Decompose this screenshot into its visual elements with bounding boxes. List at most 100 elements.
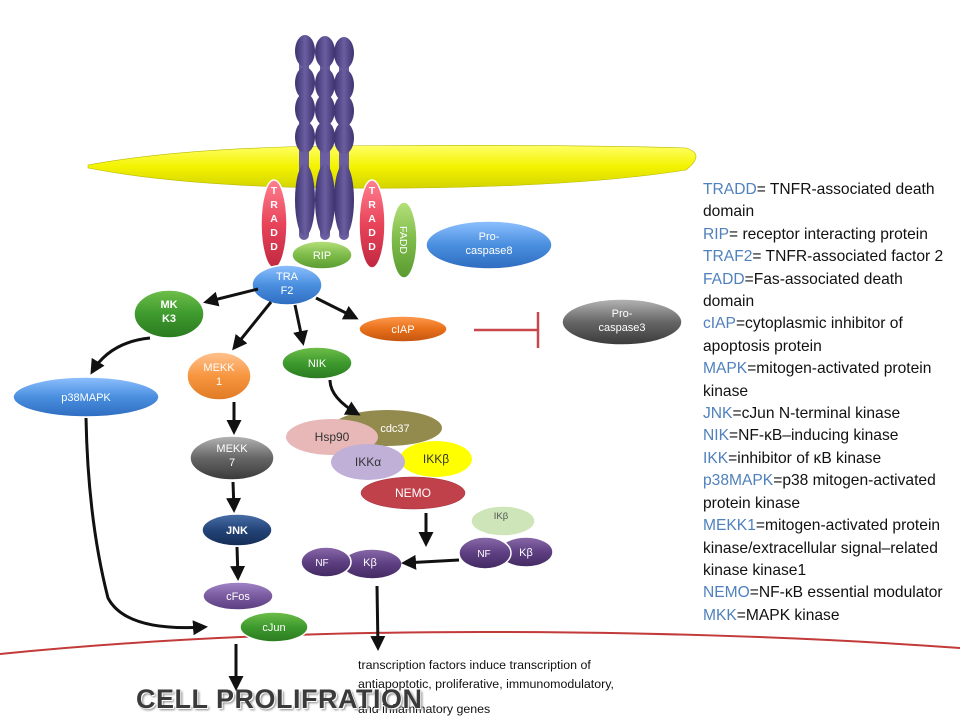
- legend-definition: =inhibitor of κB kinase: [728, 449, 882, 467]
- node-jnk: JNK: [201, 513, 273, 547]
- legend-entry: FADD=Fas-associated death domain: [703, 269, 953, 314]
- legend-term: cIAP: [703, 315, 736, 333]
- label-nik: NIK: [308, 358, 327, 370]
- legend-entry: cIAP=cytoplasmic inhibitor of apoptosis …: [703, 313, 953, 358]
- label-ikk-alpha: IKKα: [355, 455, 381, 469]
- legend-definition: = TNFR-associated factor 2: [752, 248, 944, 266]
- arrow-mkk3-p38: [90, 336, 151, 375]
- arrow-traf2-ciap: [315, 296, 359, 320]
- label-procaspase3: Pro-caspase3: [598, 308, 645, 334]
- legend-entry: TRADD= TNFR-associated death domain: [703, 179, 953, 224]
- legend-entry: TRAF2= TNFR-associated factor 2: [703, 246, 953, 268]
- arrow-nik-cdc37: [328, 379, 361, 416]
- nuclear-membrane: [0, 630, 960, 655]
- label-nemo: NEMO: [395, 486, 431, 500]
- node-cjun: cJun: [239, 611, 309, 643]
- label-ikb: IKβ: [494, 511, 509, 522]
- label-rip: RIP: [313, 250, 331, 262]
- tnf-receptor: [295, 35, 354, 240]
- caption-line-2: antiapoptotic, proliferative, immunomodu…: [358, 677, 614, 691]
- cell-membrane: [87, 145, 697, 189]
- legend-term: NIK: [703, 427, 729, 445]
- legend-term: MAPK: [703, 360, 748, 378]
- legend-entry: JNK=cJun N-terminal kinase: [703, 403, 953, 425]
- legend-term: p38MAPK: [703, 472, 774, 490]
- legend-term: MEKK1: [703, 517, 756, 535]
- node-nfkb-right: IKβ NF Kβ: [458, 505, 554, 570]
- arrow-nfkb-translocate: [401, 554, 460, 570]
- label-cfos: cFos: [226, 591, 250, 603]
- label-ikk-beta: IKKβ: [423, 452, 449, 466]
- legend-definition: =cJun N-terminal kinase: [732, 405, 901, 423]
- legend-entry: MAPK=mitogen-activated protein kinase: [703, 358, 953, 403]
- label-ciap: cIAP: [391, 324, 414, 336]
- label-procaspase8: Pro-caspase8: [465, 231, 512, 257]
- legend-entry: NIK=NF-κB–inducing kinase: [703, 425, 953, 447]
- arrows: [84, 287, 460, 691]
- cell-proliferation-title: CELL PROLIFRATION: [136, 684, 423, 714]
- label-nf-left: NF: [315, 558, 328, 569]
- legend-term: TRAF2: [703, 248, 753, 266]
- legend-entry: IKK=inhibitor of κB kinase: [703, 448, 953, 470]
- legend-definition: =mitogen-activated protein kinase/extrac…: [703, 517, 941, 579]
- label-p38mapk: p38MAPK: [61, 392, 111, 404]
- node-nik: NIK: [281, 346, 353, 380]
- legend-definition: =MAPK kinase: [736, 606, 840, 624]
- legend-entry: NEMO=NF-κB essential modulator: [703, 582, 953, 604]
- inhibition-ciap-procaspase3: [474, 312, 540, 348]
- node-fadd: FADD: [390, 201, 418, 279]
- legend-definition: =NF-κB–inducing kinase: [729, 427, 899, 445]
- legend-definition: =NF-κB essential modulator: [749, 584, 943, 602]
- node-procaspase3: Pro-caspase3: [561, 298, 683, 346]
- arrow-traf2-mkk3: [203, 287, 259, 307]
- legend-entry: p38MAPK=p38 mitogen-activated protein ki…: [703, 470, 953, 515]
- arrow-traf2-mekk1: [232, 301, 273, 351]
- legend-definition: = TNFR-associated death domain: [703, 181, 935, 221]
- legend-definition: = receptor interacting protein: [729, 225, 928, 243]
- node-procaspase8: Pro-caspase8: [425, 220, 553, 270]
- node-ikk-beta: IKKβ: [400, 441, 472, 477]
- node-cfos: cFos: [202, 581, 274, 611]
- node-nemo: NEMO: [360, 476, 466, 510]
- legend-entry: MEKK1=mitogen-activated protein kinase/e…: [703, 515, 953, 582]
- label-hsp90: Hsp90: [315, 430, 350, 444]
- transcription-caption: transcription factors induce transcripti…: [358, 656, 688, 719]
- arrow-traf2-nik: [293, 304, 308, 346]
- label-jnk: JNK: [226, 525, 248, 537]
- legend-term: TRADD: [703, 181, 757, 198]
- arrow-p38-cjun: [84, 417, 208, 636]
- legend-term: JNK: [703, 405, 733, 423]
- node-ciap: cIAP: [358, 315, 448, 343]
- legend-term: NEMO: [703, 584, 750, 602]
- legend-definition: =cytoplasmic inhibitor of apoptosis prot…: [703, 315, 903, 355]
- legend-definition: =p38 mitogen-activated protein kinase: [703, 472, 936, 512]
- legend-term: MKK: [703, 606, 737, 624]
- legend-term: RIP: [703, 225, 729, 243]
- legend-definition: =mitogen-activated protein kinase: [703, 360, 932, 400]
- legend-definition: =Fas-associated death domain: [703, 270, 903, 311]
- label-kb-left: Kβ: [363, 557, 377, 569]
- caption-line-3: and inflammatory genes: [358, 702, 491, 716]
- legend-term: IKK: [703, 449, 729, 467]
- label-cdc37: cdc37: [380, 423, 409, 435]
- node-rip: RIP: [291, 240, 353, 270]
- node-ikk-alpha: IKKα: [331, 444, 405, 480]
- legend-entry: RIP= receptor interacting protein: [703, 224, 953, 246]
- arrow-mekk7-jnk: [226, 481, 242, 513]
- label-fadd: FADD: [397, 226, 409, 254]
- legend-entry: MKK=MAPK kinase: [703, 605, 953, 627]
- node-p38mapk: p38MAPK: [12, 376, 160, 418]
- arrow-nfkb-nucleus: [370, 585, 386, 651]
